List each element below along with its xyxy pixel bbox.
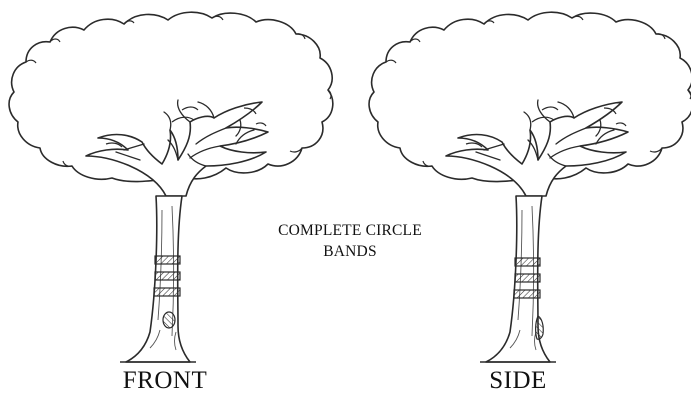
front-bands [154, 256, 180, 296]
band [155, 272, 180, 280]
side-tree [369, 12, 691, 362]
front-oval-mark [163, 312, 175, 328]
band [515, 274, 540, 282]
front-tree [9, 12, 333, 362]
band [514, 290, 540, 298]
center-note: COMPLETE CIRCLE BANDS [240, 220, 460, 262]
band [154, 288, 180, 296]
center-note-line-2: BANDS [240, 241, 460, 262]
side-bands [514, 258, 540, 298]
band [155, 256, 180, 264]
center-note-line-1: COMPLETE CIRCLE [240, 220, 460, 241]
side-label: SIDE [458, 367, 578, 395]
band [515, 258, 540, 266]
side-patch-mark [536, 316, 544, 339]
front-label: FRONT [90, 367, 240, 395]
